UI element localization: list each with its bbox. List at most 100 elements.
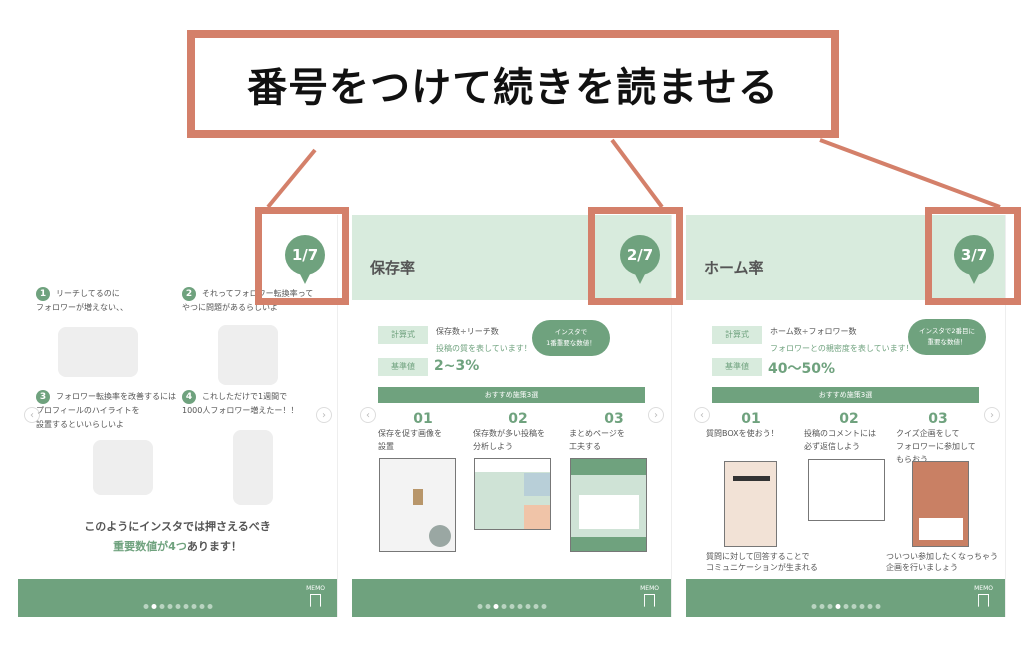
page-dot[interactable] (167, 604, 172, 609)
step-number: 2 (182, 287, 196, 301)
footer-bar: MEMO (18, 579, 337, 617)
formula-note: フォロワーとの親密度を表しています！ (770, 344, 914, 353)
thumbnail-summary (570, 458, 647, 552)
next-arrow[interactable]: › (648, 407, 664, 423)
page-dot[interactable] (517, 604, 522, 609)
page-dot[interactable] (143, 604, 148, 609)
page-dot[interactable] (867, 604, 872, 609)
thumbnail-quiz (912, 461, 969, 547)
page-dot[interactable] (151, 604, 156, 609)
tip-3: 03 クイズ企画をして フォロワーに参加して もらおう (896, 411, 980, 466)
memo-button[interactable]: MEMO (306, 585, 325, 607)
tip-text: クイズ企画をして フォロワーに参加して もらおう (896, 429, 976, 464)
recommend-bar: おすすめ施策3選 (378, 387, 645, 403)
step-text: フォロワー転換率を改善するには プロフィールのハイライトを 設置するといいらしい… (36, 392, 176, 429)
summary-line-1: このようにインスタでは押さえるべき (84, 520, 271, 533)
standard-label: 基準値 (712, 358, 762, 376)
page-dot[interactable] (811, 604, 816, 609)
highlight-box-3 (925, 207, 1021, 305)
memo-button[interactable]: MEMO (640, 585, 659, 607)
page-dot[interactable] (493, 604, 498, 609)
prev-arrow[interactable]: ‹ (360, 407, 376, 423)
badge-num: 2 (626, 246, 638, 264)
page-dot[interactable] (175, 604, 180, 609)
headline-box: 番号をつけて続きを読ませる (187, 30, 839, 138)
page-dot[interactable] (859, 604, 864, 609)
standard-value: 40〜50% (768, 361, 835, 377)
formula: ホーム数÷フォロワー数 (770, 327, 857, 336)
formula-label: 計算式 (712, 326, 762, 344)
page-dot[interactable] (525, 604, 530, 609)
memo-label: MEMO (640, 585, 659, 592)
memo-label: MEMO (306, 585, 325, 592)
page-badge: 3/7 (954, 235, 994, 284)
prev-arrow[interactable]: ‹ (24, 407, 40, 423)
next-arrow[interactable]: › (316, 407, 332, 423)
page-dot[interactable] (183, 604, 188, 609)
highlight-box-2 (588, 207, 683, 305)
panel-header: 保存率 (352, 215, 671, 300)
illustration-jump (233, 430, 273, 505)
next-arrow[interactable]: › (984, 407, 1000, 423)
page-dot[interactable] (819, 604, 824, 609)
page-dot[interactable] (199, 604, 204, 609)
tip-text: 質問BOXを使おう！ (706, 429, 779, 438)
formula-note: 投稿の質を表しています！ (436, 344, 532, 353)
page-dot[interactable] (159, 604, 164, 609)
illustration-phone (93, 440, 153, 495)
tip-number: 03 (604, 411, 624, 427)
pagination-dots[interactable] (811, 604, 880, 609)
pagination-dots[interactable] (143, 604, 212, 609)
page-dot[interactable] (827, 604, 832, 609)
thumbnail-question-box (724, 461, 777, 547)
formula: 保存数÷リーチ数 (436, 327, 499, 336)
page-dot[interactable] (477, 604, 482, 609)
bookmark-icon (413, 489, 423, 505)
footer-bar: MEMO (352, 579, 671, 617)
page-dot[interactable] (509, 604, 514, 609)
formula-label: 計算式 (378, 326, 428, 344)
tip-2: 02 保存数が多い投稿を 分析しよう (473, 411, 563, 453)
page-dot[interactable] (501, 604, 506, 609)
page-dot[interactable] (541, 604, 546, 609)
panel-title: 保存率 (370, 259, 416, 277)
tip-text: 保存数が多い投稿を 分析しよう (473, 429, 545, 451)
step-number: 1 (36, 287, 50, 301)
illustration-pointing (218, 325, 278, 385)
badge-den: 7 (976, 246, 988, 264)
step-text: リーチしてるのに フォロワーが増えない、、 (36, 289, 128, 312)
panel-header: ホーム率 (686, 215, 1005, 300)
page-dot[interactable] (191, 604, 196, 609)
caption-2: ついつい参加したくなっちゃう 企画を行いましょう (886, 552, 998, 572)
illustration-crawling (58, 327, 138, 377)
headline: 番号をつけて続きを読ませる (247, 65, 779, 111)
memo-button[interactable]: MEMO (974, 585, 993, 607)
badge-num: 3 (960, 246, 972, 264)
panel-title: ホーム率 (704, 259, 764, 277)
tip-number: 01 (413, 411, 433, 427)
standard-value: 2~3% (434, 358, 480, 374)
tip-number: 02 (508, 411, 528, 427)
pagination-dots[interactable] (477, 604, 546, 609)
tip-number: 03 (928, 411, 948, 427)
page-dot[interactable] (533, 604, 538, 609)
standard-label: 基準値 (378, 358, 428, 376)
page-dot[interactable] (485, 604, 490, 609)
slide-panel-3: ホーム率 3/7 計算式 ホーム数÷フォロワー数 フォロワーとの親密度を表してい… (686, 215, 1006, 617)
prev-arrow[interactable]: ‹ (694, 407, 710, 423)
summary-rest: あります！ (186, 540, 242, 553)
page-dot[interactable] (875, 604, 880, 609)
page-dot[interactable] (843, 604, 848, 609)
page-dot[interactable] (835, 604, 840, 609)
badge-num: 1 (291, 246, 303, 264)
page-dot[interactable] (851, 604, 856, 609)
bookmark-icon (978, 594, 990, 607)
slide-panel-2: 保存率 2/7 計算式 保存数÷リーチ数 投稿の質を表しています！ 基準値 2~… (352, 215, 672, 617)
page-dot[interactable] (207, 604, 212, 609)
